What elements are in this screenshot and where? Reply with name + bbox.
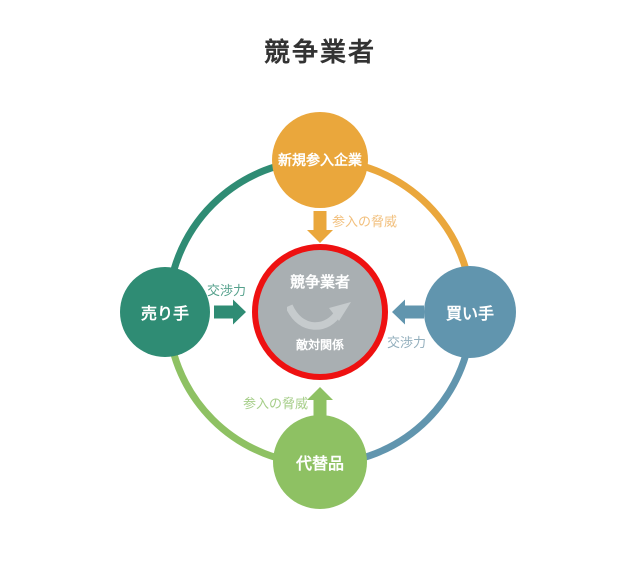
label-bargaining-power-right: 交渉力: [387, 335, 427, 350]
curved-swoosh-arrow-icon: [287, 302, 351, 330]
center-sublabel: 敵対関係: [295, 338, 344, 352]
node-buyers: 買い手: [424, 266, 516, 358]
swoosh-curve: [287, 304, 343, 330]
node-buyers-label: 買い手: [445, 306, 494, 323]
node-competitors-center: 競争業者 敵対関係: [252, 244, 388, 380]
page-title: 競争業者: [263, 37, 376, 67]
node-suppliers-label: 売り手: [140, 306, 189, 323]
node-suppliers: 売り手: [120, 267, 210, 357]
node-new-entrants: 新規参入企業: [272, 112, 368, 208]
node-substitutes-label: 代替品: [295, 456, 344, 473]
swoosh-arrowhead: [329, 302, 351, 321]
up-arrow-icon: [307, 387, 333, 418]
left-arrow-icon: [392, 299, 424, 325]
label-entry-threat-top: 参入の脅威: [332, 214, 398, 229]
node-substitutes: 代替品: [273, 415, 367, 509]
label-entry-threat-bottom: 参入の脅威: [243, 396, 309, 411]
down-arrow-icon: [307, 211, 333, 243]
center-label: 競争業者: [289, 274, 350, 291]
label-bargaining-power-left: 交渉力: [207, 283, 247, 298]
node-new-entrants-label: 新規参入企業: [278, 152, 362, 168]
right-arrow-icon: [214, 299, 246, 325]
